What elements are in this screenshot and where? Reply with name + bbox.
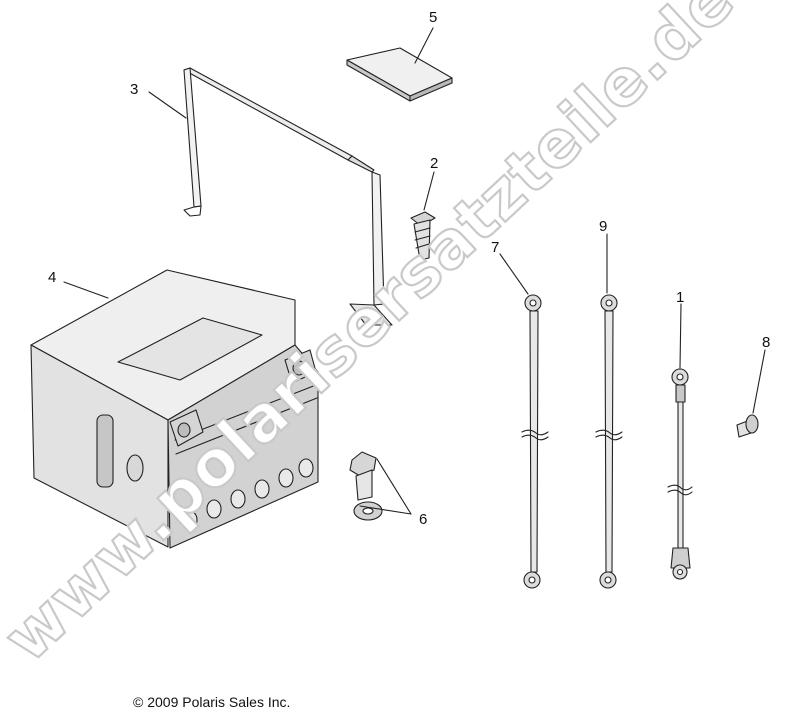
- callout-7: 7: [491, 239, 499, 256]
- battery-strap-part: [183, 67, 393, 326]
- callout-8: 8: [762, 334, 770, 351]
- callout-4: 4: [48, 269, 56, 286]
- bolt-washer-part: [349, 451, 383, 521]
- copyright-notice: © 2009 Polaris Sales Inc.: [133, 694, 291, 710]
- callout-5: 5: [429, 9, 437, 26]
- leader-lines: [63, 27, 766, 515]
- callout-9: 9: [599, 218, 607, 235]
- battery-part: [30, 269, 319, 549]
- callout-6: 6: [419, 511, 427, 528]
- cable-7-part: [521, 294, 549, 589]
- callout-3: 3: [130, 81, 138, 98]
- screw-part: [410, 211, 436, 261]
- cable-1-part: [667, 368, 693, 580]
- callout-1: 1: [676, 289, 684, 306]
- callout-2: 2: [430, 155, 438, 172]
- small-bolt-part: [736, 414, 759, 438]
- pad-part: [346, 47, 453, 102]
- cable-9-part: [595, 294, 623, 589]
- callout-labels: 1 2 3 4 5 6 7 8 9: [48, 9, 770, 528]
